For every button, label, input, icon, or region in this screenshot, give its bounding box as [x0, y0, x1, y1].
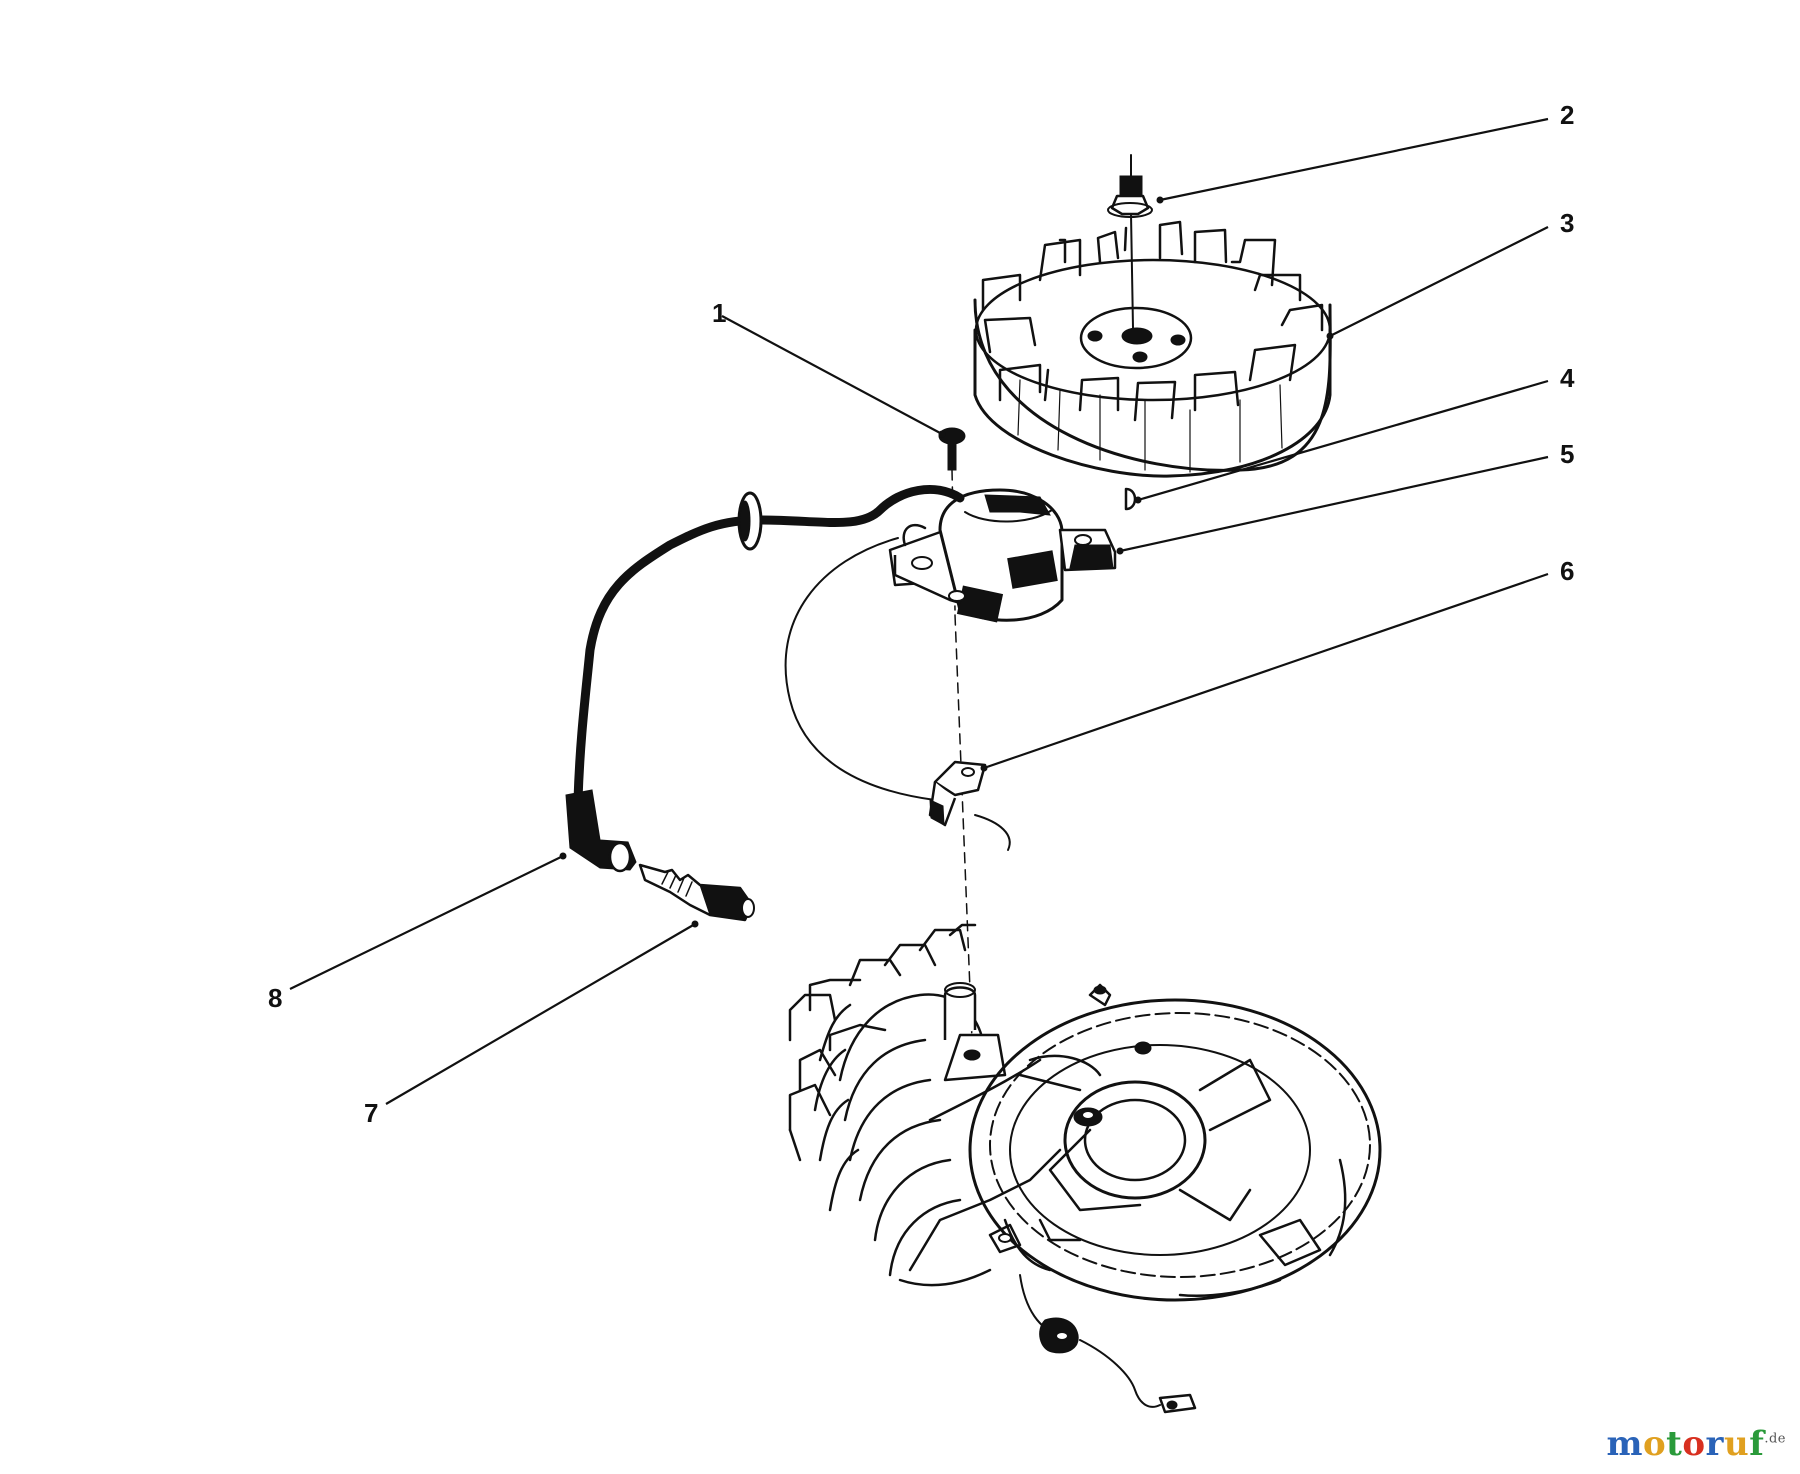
watermark-suffix: .de	[1764, 1431, 1786, 1447]
callout-5: 5	[1116, 439, 1574, 555]
watermark-letter: r	[1705, 1424, 1724, 1464]
callout-3: 3	[1326, 208, 1574, 340]
callout-label-4: 4	[1560, 363, 1575, 393]
callout-8: 8	[268, 852, 567, 1013]
callout-7: 7	[364, 920, 699, 1128]
callout-label-7: 7	[364, 1098, 378, 1128]
watermark-letter: m	[1606, 1424, 1643, 1464]
ignition-coil	[784, 488, 1117, 1041]
callout-label-3: 3	[1560, 208, 1574, 238]
watermark-letter: o	[1682, 1424, 1706, 1464]
watermark-letter: t	[1666, 1424, 1683, 1464]
watermark-logo: motoruf.de	[1606, 1424, 1786, 1464]
callout-label-1: 1	[712, 298, 726, 328]
flywheel-key	[1124, 487, 1137, 511]
callout-1: 1	[712, 298, 946, 438]
spark-plug	[638, 863, 755, 922]
spark-plug-lead	[565, 485, 965, 873]
callout-label-6: 6	[1560, 556, 1574, 586]
watermark-letter: o	[1642, 1424, 1667, 1464]
callout-label-8: 8	[268, 983, 282, 1013]
watermark-letter: u	[1723, 1424, 1750, 1464]
flywheel	[973, 220, 1332, 478]
flywheel-nut	[1107, 154, 1153, 329]
ground-clip	[928, 760, 1011, 851]
callout-2: 2	[1156, 100, 1574, 204]
engine-block	[788, 923, 1382, 1414]
callout-4: 4	[1134, 363, 1575, 504]
callout-label-5: 5	[1560, 439, 1574, 469]
callout-6: 6	[980, 556, 1574, 772]
callout-label-2: 2	[1560, 100, 1574, 130]
watermark-letter: f	[1749, 1424, 1765, 1464]
